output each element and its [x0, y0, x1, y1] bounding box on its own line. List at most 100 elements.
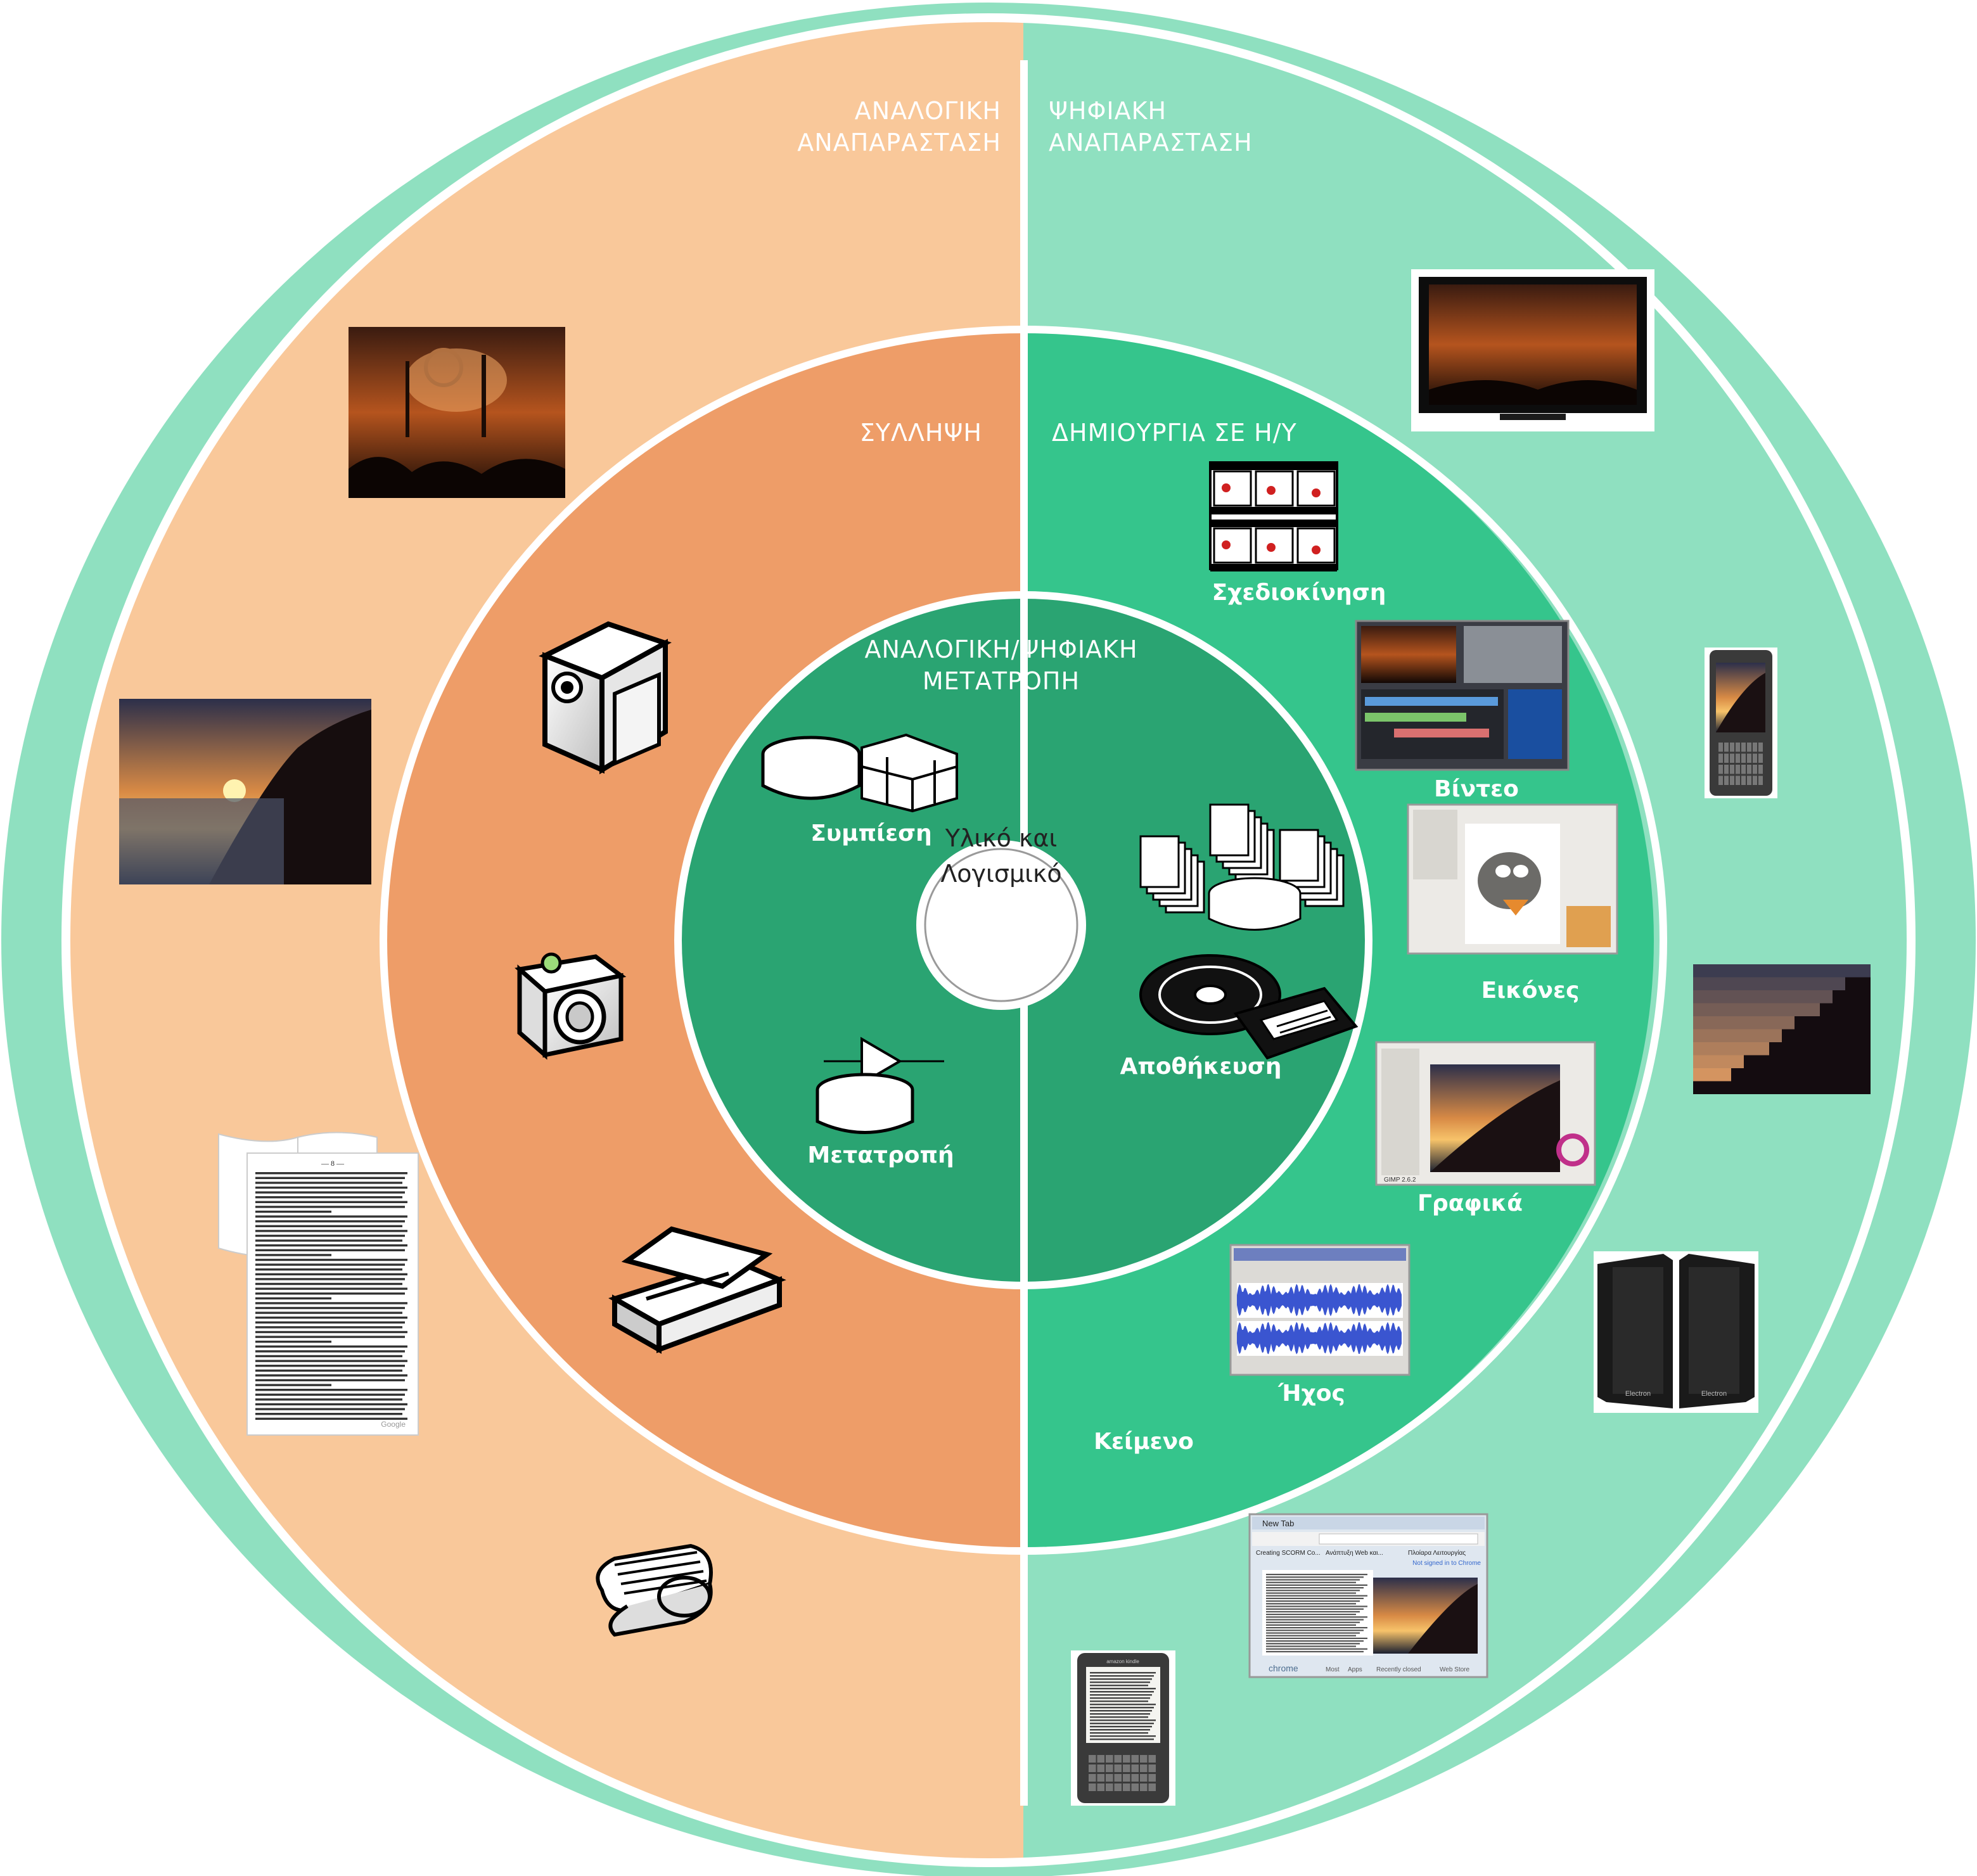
browser-text-line	[1266, 1587, 1364, 1589]
analog-header-line1: ΑΝΑΛΟΓΙΚΗ	[854, 97, 1001, 125]
pixel-cell	[1731, 1055, 1744, 1068]
concert-photo	[349, 327, 565, 498]
book-heading: — 8 —	[321, 1159, 345, 1168]
pixel-cell	[1833, 1003, 1845, 1016]
pixel-cell	[1756, 977, 1769, 990]
kindle-text-line	[1090, 1675, 1154, 1677]
video-label: Βίντεο	[1434, 776, 1519, 802]
pixel-cell	[1756, 990, 1769, 1004]
book-text-line	[255, 1292, 405, 1295]
pixel-cell	[1820, 977, 1833, 990]
film-sprocket-bar	[1210, 463, 1337, 470]
pixel-cell	[1718, 964, 1731, 978]
book-text-line	[255, 1282, 402, 1286]
keyboard-key	[1747, 775, 1751, 785]
pixel-cell	[1833, 1029, 1845, 1042]
keyboard-key	[1747, 743, 1751, 752]
browser-bookmark-3: Πλοίαρα Λειτουργίας	[1408, 1549, 1466, 1557]
pixel-cell	[1756, 964, 1769, 978]
kindle-text-line	[1090, 1723, 1154, 1725]
book-text-line	[255, 1408, 405, 1410]
browser-footer-store: Web Store	[1440, 1666, 1469, 1673]
keyboard-key	[1753, 765, 1757, 774]
book-text-line	[255, 1317, 407, 1319]
browser-text-line	[1266, 1581, 1356, 1583]
pixel-cell	[1769, 1003, 1782, 1016]
book-text-line	[255, 1365, 405, 1367]
browser-text-line	[1266, 1624, 1356, 1626]
browser-tab: New Tab	[1262, 1519, 1294, 1528]
book-text-line	[255, 1210, 331, 1213]
browser-text-line	[1266, 1611, 1360, 1612]
pixel-cell	[1756, 1029, 1769, 1042]
pixel-cell	[1731, 1042, 1744, 1056]
pixel-cell	[1744, 964, 1756, 978]
pixel-cell	[1807, 977, 1820, 990]
keyboard-key	[1747, 753, 1751, 763]
pixel-cell	[1820, 1029, 1833, 1042]
kindle-text-line	[1090, 1732, 1148, 1734]
pixel-cell	[1731, 964, 1744, 978]
film-dot	[1312, 546, 1321, 554]
book-text-line	[255, 1201, 407, 1203]
compression-icon	[761, 733, 958, 813]
keyboard-key	[1718, 765, 1723, 774]
analog-header: ΑΝΑΛΟΓΙΚΗ ΑΝΑΠΑΡΑΣΤΑΣΗ	[729, 95, 1001, 158]
pixel-cell	[1718, 977, 1731, 990]
book-text-line	[255, 1350, 405, 1353]
pixel-cell	[1693, 1081, 1706, 1094]
keyboard-key	[1724, 753, 1729, 763]
pixel-cell	[1718, 1042, 1731, 1056]
pixel-cell	[1756, 1068, 1769, 1082]
keyboard-key	[1741, 765, 1746, 774]
pixel-cell	[1756, 1042, 1769, 1056]
keyboard-key	[1753, 743, 1757, 752]
pixel-cell	[1744, 1068, 1756, 1082]
pixel-cell	[1858, 1068, 1871, 1082]
pixel-cell	[1807, 1055, 1820, 1068]
pixel-cell	[1782, 1003, 1795, 1016]
pixel-cell	[1833, 1016, 1845, 1030]
pixel-cell	[1833, 1055, 1845, 1068]
pixel-cell	[1706, 1003, 1718, 1016]
pixel-cell	[1833, 964, 1845, 978]
graphics-label: Γραφικά	[1417, 1190, 1523, 1216]
book-text-line	[255, 1239, 402, 1242]
pixel-cell	[1756, 1003, 1769, 1016]
keyboard-key	[1106, 1774, 1113, 1782]
pixel-cell	[1807, 964, 1820, 978]
browser-text-line	[1266, 1590, 1360, 1592]
pixel-cell	[1706, 964, 1718, 978]
pixel-cell	[1693, 990, 1706, 1004]
book-text-line	[255, 1311, 402, 1314]
book-text-line	[255, 1297, 331, 1299]
book-text-line	[255, 1355, 402, 1358]
browser-text-line	[1266, 1635, 1356, 1637]
digital-header: ΨΗΦΙΑΚΗ ΑΝΑΠΑΡΑΣΤΑΣΗ	[1049, 95, 1321, 158]
pixel-cell	[1858, 1055, 1871, 1068]
pixel-cell	[1782, 1068, 1795, 1082]
browser-text-line	[1266, 1627, 1367, 1629]
keyboard-key	[1140, 1774, 1148, 1782]
browser-text-line	[1266, 1637, 1367, 1639]
film-dot	[1267, 486, 1276, 495]
pixel-cell	[1858, 1029, 1871, 1042]
book-text-line	[255, 1306, 405, 1310]
keyboard-key	[1758, 743, 1763, 752]
pixel-cell	[1693, 964, 1706, 978]
pixel-cell	[1756, 1081, 1769, 1094]
keyboard-key	[1753, 753, 1757, 763]
graphics-editor-screenshot: GIMP 2.6.2	[1375, 1041, 1596, 1186]
pixel-cell	[1845, 1016, 1858, 1030]
pixel-cell	[1769, 977, 1782, 990]
pixel-cell	[1693, 1068, 1706, 1082]
center-label: Υλικό και Λογισμικό	[916, 820, 1087, 891]
pixel-cell	[1858, 1081, 1871, 1094]
pixel-cell	[1845, 1029, 1858, 1042]
keyboard-key	[1730, 743, 1734, 752]
book-text-line	[255, 1268, 402, 1271]
pixel-cell	[1706, 990, 1718, 1004]
book-text-line	[255, 1403, 407, 1406]
browser-screenshot: New Tab Creating SCORM Co... Ανάπτυξη We…	[1248, 1513, 1488, 1678]
book-text-line	[255, 1360, 407, 1362]
